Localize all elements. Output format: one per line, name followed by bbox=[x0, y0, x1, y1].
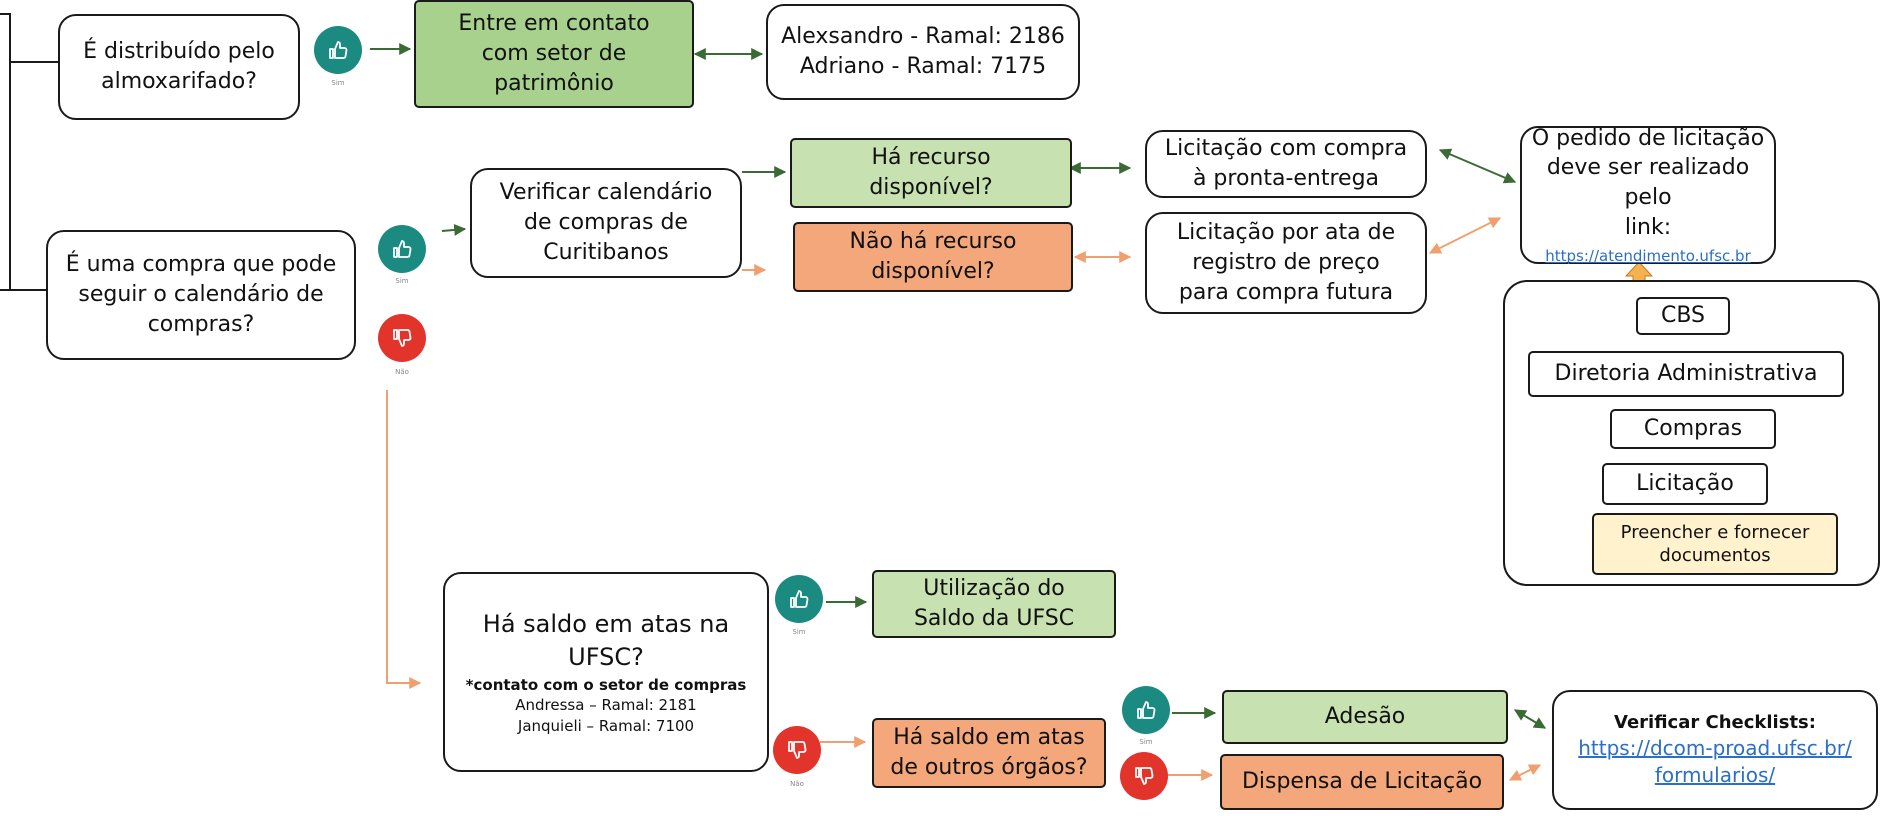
question-almoxarifado: É distribuído pelo almoxarifado? bbox=[58, 14, 300, 120]
dcom-link-cont[interactable]: formularios/ bbox=[1654, 763, 1776, 788]
utilizacao-saldo-box: Utilização do Saldo da UFSC bbox=[872, 570, 1116, 638]
yes-label: Sim bbox=[395, 277, 409, 285]
yes-label: Sim bbox=[792, 628, 806, 636]
fluxo-compras: Compras bbox=[1610, 409, 1776, 449]
thumbs-up-icon bbox=[790, 590, 809, 608]
arrow-adesao-checklists bbox=[1513, 709, 1547, 729]
no-label: Não bbox=[790, 780, 804, 788]
left-bracket bbox=[0, 13, 11, 291]
arrow-no-saldoufsc bbox=[386, 390, 422, 689]
arrow-ata-pedido bbox=[1428, 217, 1502, 254]
nao-ha-recurso-box: Não há recurso disponível? bbox=[793, 222, 1073, 292]
thumbs-down-icon bbox=[1135, 767, 1154, 785]
dispensa-box: Dispensa de Licitação bbox=[1220, 754, 1504, 810]
ramais-patrimonio-box: Alexsandro - Ramal: 2186 Adriano - Ramal… bbox=[766, 4, 1080, 100]
fluxo-licitacao: Licitação bbox=[1602, 463, 1768, 505]
outros-orgaos-box: Há saldo em atas de outros órgãos? bbox=[872, 718, 1106, 788]
fluxo-preencher: Preencher e fornecer documentos bbox=[1592, 513, 1838, 575]
yes-icon-saldo-ufsc bbox=[775, 575, 823, 623]
fluxo-cbs: CBS bbox=[1636, 297, 1730, 335]
adesao-box: Adesão bbox=[1222, 690, 1508, 744]
yes-icon-calendario bbox=[378, 225, 426, 273]
thumbs-down-icon bbox=[393, 329, 412, 347]
dcom-link[interactable]: https://dcom-proad.ufsc.br/ bbox=[1578, 736, 1852, 761]
question-calendario: É uma compra que pode seguir o calendári… bbox=[46, 230, 356, 360]
no-icon-saldo-ufsc bbox=[773, 726, 821, 774]
arrow-pronta-pedido bbox=[1438, 148, 1517, 184]
yes-icon-almoxarifado bbox=[314, 26, 362, 74]
thumbs-down-icon bbox=[788, 741, 807, 759]
question-saldo-ufsc: Há saldo em atas na UFSC? *contato com o… bbox=[443, 572, 769, 772]
no-icon-outros-orgaos bbox=[1120, 752, 1168, 800]
no-icon-calendario bbox=[378, 314, 426, 362]
thumbs-up-icon bbox=[1137, 701, 1156, 719]
yes-label: Sim bbox=[331, 79, 345, 87]
licitacao-pronta-box: Licitação com compra à pronta-entrega bbox=[1145, 130, 1427, 198]
licitacao-ata-box: Licitação por ata de registro de preço p… bbox=[1145, 212, 1427, 314]
yes-icon-outros-orgaos bbox=[1122, 686, 1170, 734]
fluxo-diretoria: Diretoria Administrativa bbox=[1528, 351, 1844, 397]
thumbs-up-icon bbox=[393, 240, 412, 258]
yes-label: Sim bbox=[1139, 738, 1153, 746]
arrow-dispensa-checklists bbox=[1508, 764, 1542, 781]
no-label: Não bbox=[395, 368, 409, 376]
arrow-yes-verificar bbox=[441, 223, 467, 236]
thumbs-up-icon bbox=[329, 41, 348, 59]
contato-patrimonio-box: Entre em contato com setor de patrimônio bbox=[414, 0, 694, 108]
ha-recurso-box: Há recurso disponível? bbox=[790, 138, 1072, 208]
checklists-box: Verificar Checklists: https://dcom-proad… bbox=[1552, 690, 1878, 810]
pedido-licitacao-box: O pedido de licitação deve ser realizado… bbox=[1520, 126, 1776, 266]
atendimento-link[interactable]: https://atendimento.ufsc.br bbox=[1545, 247, 1751, 266]
verificar-calendario-box: Verificar calendário de compras de Curit… bbox=[470, 168, 742, 278]
